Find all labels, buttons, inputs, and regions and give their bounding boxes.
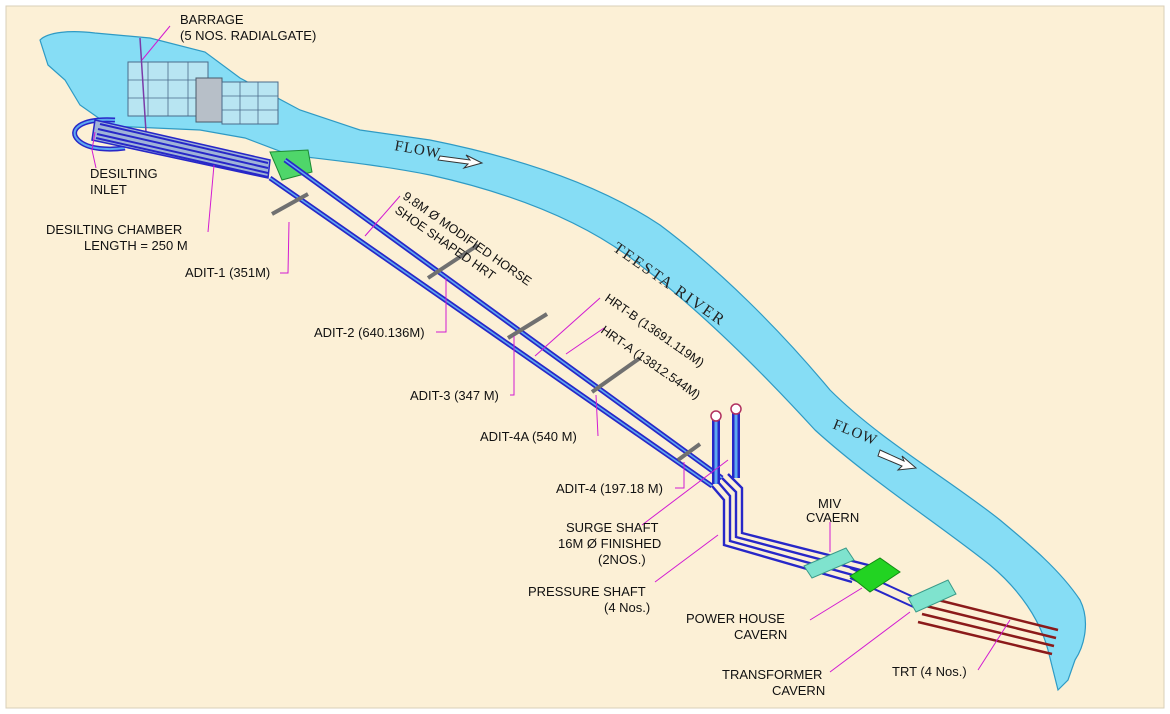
barrage-axis: [139, 37, 147, 133]
adit-3-stub: [506, 312, 549, 340]
adit-4a-stub: [590, 356, 642, 394]
desilting-chamber: [91, 119, 271, 179]
desilting-inlet-label: DESILTING: [90, 166, 158, 181]
miv-cavern-label: MIV: [818, 496, 841, 511]
barrage-structure: [127, 37, 279, 133]
surge-shaft-label: SURGE SHAFT: [566, 520, 659, 535]
flow-arrow-upper: [437, 154, 484, 169]
desilting-chamber-label: DESILTING CHAMBER: [46, 222, 182, 237]
trt-label: TRT (4 Nos.): [892, 664, 967, 679]
barrage-label-detail: (5 NOS. RADIALGATE): [180, 28, 316, 43]
adit-3-label: ADIT-3 (347 M): [410, 388, 499, 403]
desilting-inlet-label-2: INLET: [90, 182, 127, 197]
adit-2-label: ADIT-2 (640.136M): [314, 325, 425, 340]
miv-cavern-label-2: CVAERN: [806, 510, 859, 525]
miv-cavern: [803, 547, 855, 579]
surge-shafts: [710, 403, 742, 484]
adit-2-stub: [426, 243, 480, 280]
power-house-label-2: CAVERN: [734, 627, 787, 642]
power-house-label: POWER HOUSE: [686, 611, 785, 626]
transformer-cavern: [907, 579, 957, 613]
barrage-pier: [195, 77, 223, 123]
barrage-label: BARRAGE: [180, 12, 244, 27]
pressure-shafts: [711, 473, 877, 584]
desilting-chamber-length: LENGTH = 250 M: [84, 238, 188, 253]
headrace-tunnels: [268, 157, 724, 489]
adit-stubs: [271, 192, 702, 462]
pressure-shaft-count: (4 Nos.): [604, 600, 650, 615]
adit-1-label: ADIT-1 (351M): [185, 265, 270, 280]
flow-label-upper: FLOW: [393, 138, 442, 162]
adit-4a-label: ADIT-4A (540 M): [480, 429, 577, 444]
barrage-apron: [221, 81, 279, 125]
adit-4-stub: [676, 442, 702, 462]
transformer-cavern-label-2: CAVERN: [772, 683, 825, 698]
surge-shaft-size: 16M Ø FINISHED: [558, 536, 661, 551]
surge-shaft-count: (2NOS.): [598, 552, 646, 567]
flow-arrow-lower: [877, 449, 918, 471]
leader-lines: [91, 25, 1011, 673]
adit-4-label: ADIT-4 (197.18 M): [556, 481, 663, 496]
power-house-cavern: [849, 557, 901, 593]
pressure-shaft-label: PRESSURE SHAFT: [528, 584, 646, 599]
tailrace-tunnels: [917, 596, 1059, 656]
transformer-cavern-label: TRANSFORMER: [722, 667, 822, 682]
adit-1-stub: [271, 192, 309, 216]
